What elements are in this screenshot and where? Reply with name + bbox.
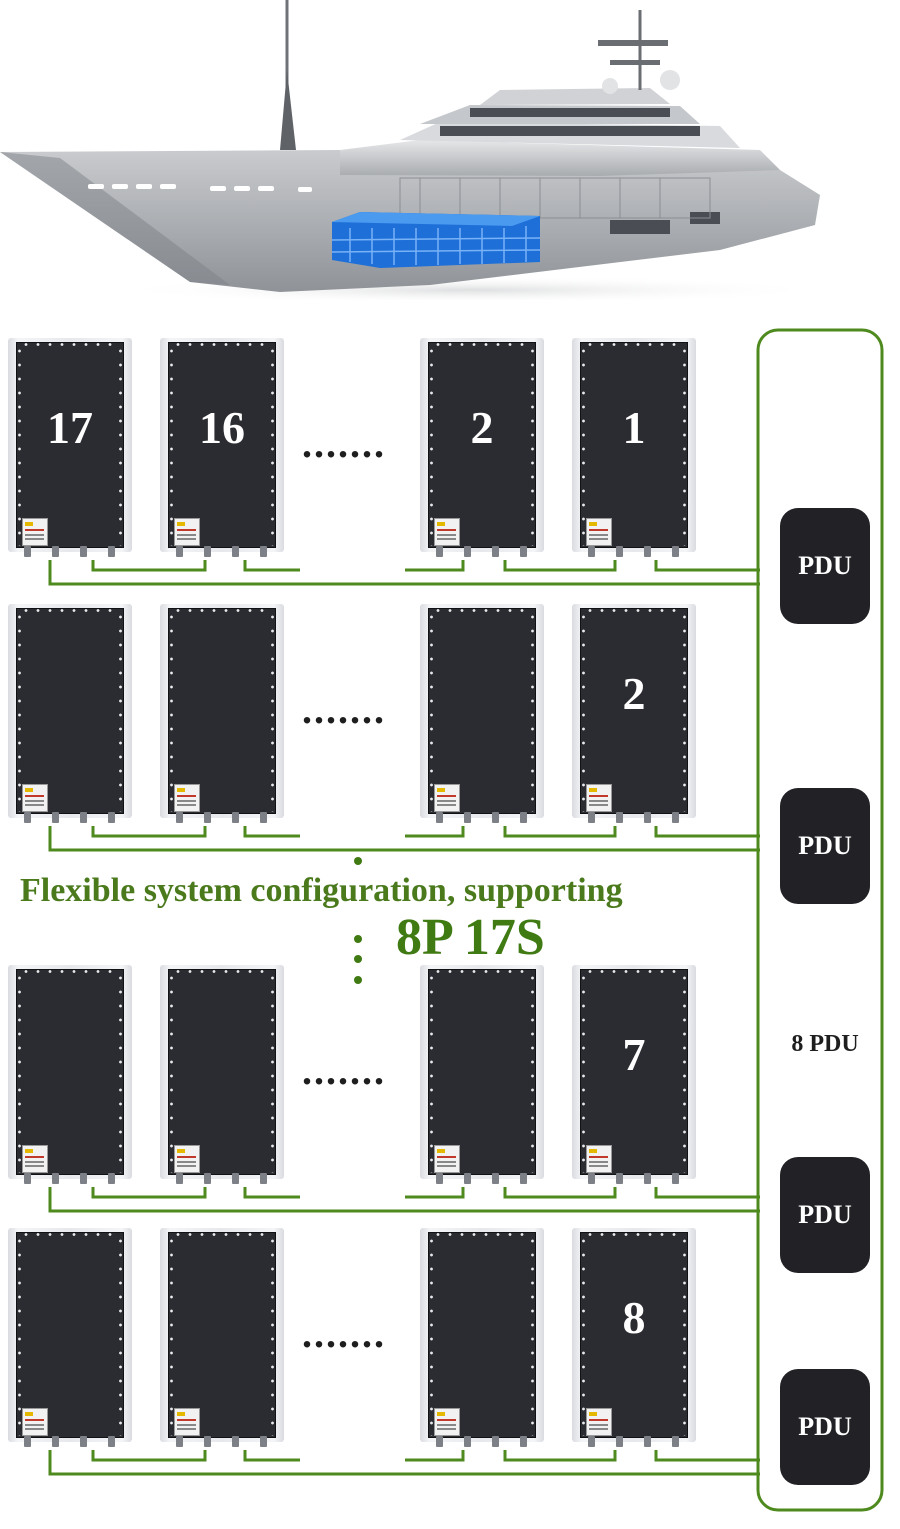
wire bbox=[91, 826, 207, 838]
pdu-label: PDU bbox=[798, 551, 852, 580]
wire bbox=[503, 826, 617, 838]
battery-module: 8 bbox=[572, 1228, 696, 1448]
warning-label bbox=[586, 1408, 612, 1436]
horizontal-ellipsis: ....... bbox=[302, 1311, 386, 1356]
warning-label bbox=[434, 518, 460, 546]
module-number: 17 bbox=[47, 402, 93, 453]
wire bbox=[503, 1187, 617, 1199]
battery-module bbox=[160, 604, 284, 824]
vertical-ellipsis-dot bbox=[354, 935, 362, 943]
wire bbox=[48, 1187, 760, 1213]
battery-module: 17 bbox=[8, 338, 132, 558]
warning-label bbox=[586, 518, 612, 546]
pdu-count-label: 8 PDU bbox=[791, 1031, 859, 1057]
wire bbox=[48, 1450, 760, 1476]
wire bbox=[91, 560, 207, 572]
horizontal-ellipsis: ....... bbox=[302, 1048, 386, 1093]
yacht-illustration bbox=[0, 0, 830, 300]
battery-module: 1 bbox=[572, 338, 696, 558]
warning-label bbox=[22, 518, 48, 546]
wire bbox=[503, 1450, 617, 1462]
headline-text: Flexible system configuration, supportin… bbox=[20, 872, 623, 909]
wire bbox=[405, 826, 465, 838]
wire bbox=[48, 560, 760, 586]
battery-module bbox=[420, 604, 544, 824]
wire bbox=[654, 826, 760, 838]
pdu-box-2: PDU bbox=[780, 788, 870, 904]
wire bbox=[91, 1450, 207, 1462]
warning-label bbox=[22, 784, 48, 812]
battery-module bbox=[420, 965, 544, 1185]
wire bbox=[243, 1187, 300, 1199]
battery-module bbox=[8, 604, 132, 824]
battery-module bbox=[8, 1228, 132, 1448]
wire bbox=[503, 560, 617, 572]
wire bbox=[654, 1187, 760, 1199]
warning-label bbox=[434, 1408, 460, 1436]
pdu-label: PDU bbox=[798, 1200, 852, 1229]
warning-label bbox=[174, 518, 200, 546]
horizontal-ellipsis: ....... bbox=[302, 687, 386, 732]
battery-module bbox=[160, 1228, 284, 1448]
warning-label bbox=[586, 784, 612, 812]
horizontal-ellipsis: ....... bbox=[302, 421, 386, 466]
pdu-bus-outline bbox=[756, 328, 884, 1512]
battery-module bbox=[8, 965, 132, 1185]
wire bbox=[654, 1450, 760, 1462]
wire bbox=[243, 560, 300, 572]
module-number: 1 bbox=[622, 402, 646, 453]
pdu-box-4: PDU bbox=[780, 1369, 870, 1485]
battery-module bbox=[160, 965, 284, 1185]
pdu-box-1: PDU bbox=[780, 508, 870, 624]
wire bbox=[91, 1187, 207, 1199]
wire bbox=[405, 560, 465, 572]
vertical-ellipsis-dot bbox=[354, 955, 362, 963]
warning-label bbox=[434, 784, 460, 812]
wire bbox=[243, 1450, 300, 1462]
warning-label bbox=[586, 1145, 612, 1173]
module-number: 7 bbox=[622, 1029, 646, 1080]
battery-module: 2 bbox=[420, 338, 544, 558]
pdu-label: PDU bbox=[798, 831, 852, 860]
warning-label bbox=[174, 1408, 200, 1436]
module-number: 2 bbox=[470, 402, 494, 453]
warning-label bbox=[22, 1408, 48, 1436]
pdu-box-3: PDU bbox=[780, 1157, 870, 1273]
wire bbox=[48, 826, 760, 852]
module-number: 8 bbox=[622, 1292, 646, 1343]
battery-module bbox=[420, 1228, 544, 1448]
battery-module: 7 bbox=[572, 965, 696, 1185]
warning-label bbox=[174, 784, 200, 812]
wire bbox=[405, 1450, 465, 1462]
warning-label bbox=[434, 1145, 460, 1173]
module-number: 16 bbox=[199, 402, 245, 453]
pdu-label: PDU bbox=[798, 1412, 852, 1441]
warning-label bbox=[174, 1145, 200, 1173]
battery-module: 2 bbox=[572, 604, 696, 824]
wire bbox=[405, 1187, 465, 1199]
wire bbox=[654, 560, 760, 572]
wire bbox=[243, 826, 300, 838]
warning-label bbox=[22, 1145, 48, 1173]
vertical-ellipsis-dot bbox=[354, 857, 362, 865]
vertical-ellipsis-dot bbox=[354, 976, 362, 984]
configuration-text: 8P 17S bbox=[396, 909, 545, 966]
battery-module: 16 bbox=[160, 338, 284, 558]
module-number: 2 bbox=[622, 668, 646, 719]
